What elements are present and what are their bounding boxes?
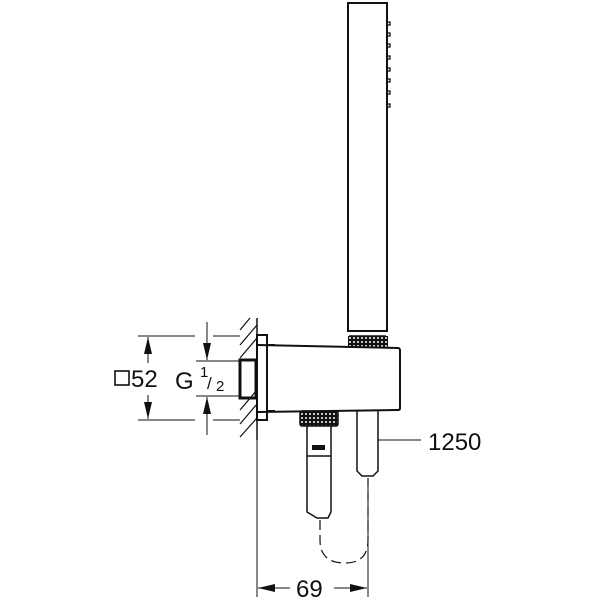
hose-connector	[299, 410, 339, 519]
hose-length-value: 1250	[428, 429, 481, 456]
square-size-value: 52	[131, 366, 158, 393]
projection-value: 69	[296, 576, 323, 600]
holder-shaft	[356, 410, 379, 477]
fraction-slash: /	[207, 374, 212, 393]
dimension-square-52: 52	[114, 335, 240, 421]
dimension-thread: G 1 / 2	[175, 322, 240, 435]
dimension-hose-length: 1250	[378, 429, 481, 456]
dimension-projection-69: 69	[256, 440, 369, 600]
thread-numerator: 1	[200, 364, 208, 381]
square-icon	[114, 370, 130, 386]
thread-denominator: 2	[216, 378, 224, 395]
wall-outlet-body	[238, 334, 401, 421]
hose-dashed	[319, 478, 369, 564]
thread-prefix: G	[175, 368, 194, 395]
spray-nozzles-icon	[386, 21, 391, 108]
knurled-ring-top	[348, 336, 388, 348]
wall-hatching	[239, 317, 258, 440]
hand-shower	[347, 2, 391, 348]
